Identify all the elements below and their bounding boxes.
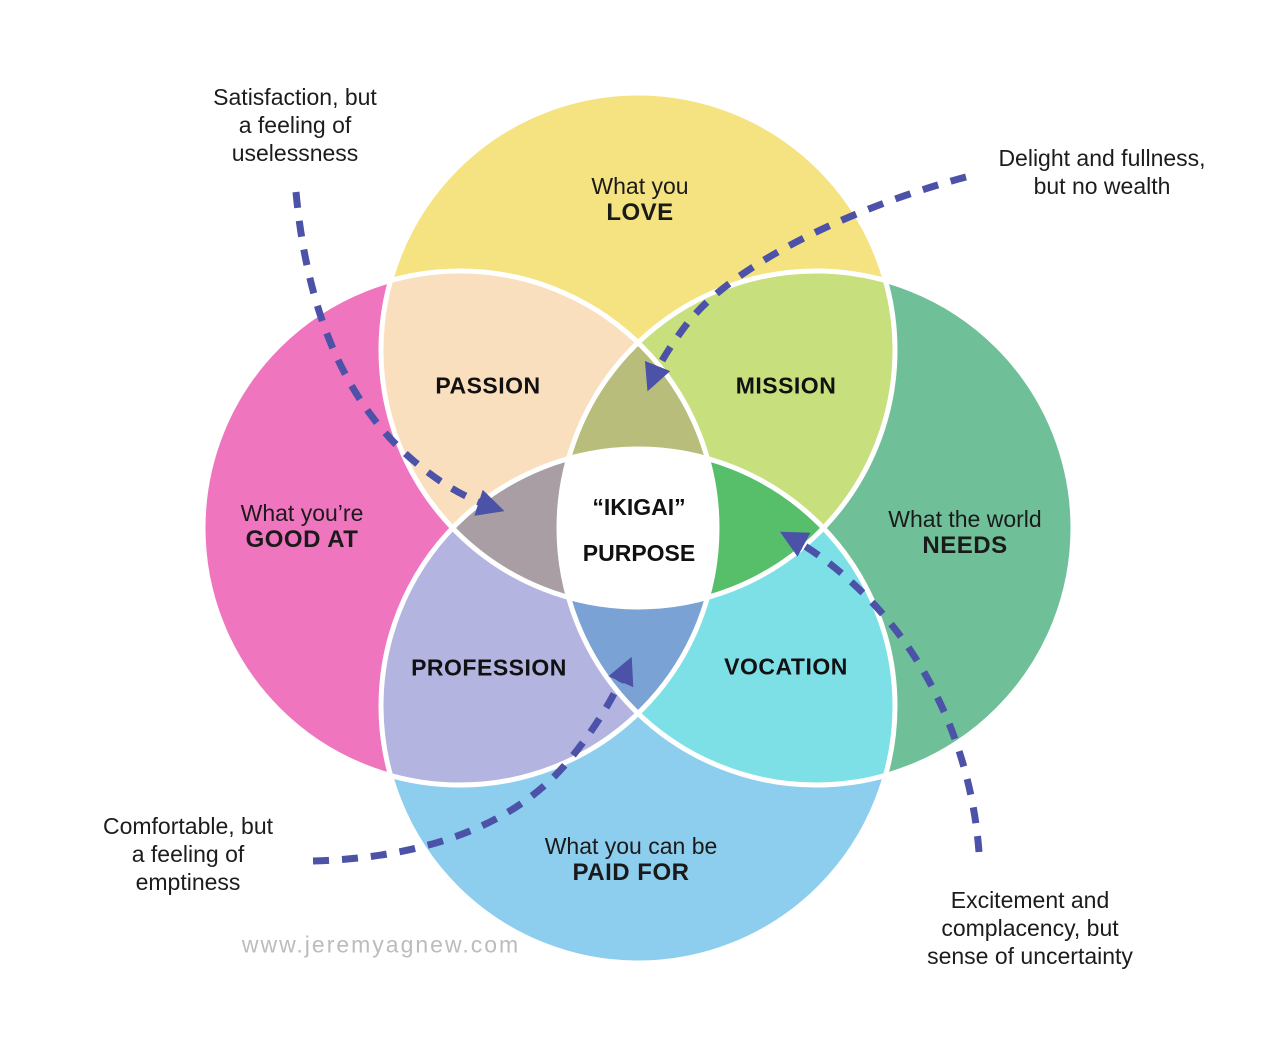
annotation-top-left-line2: a feeling of <box>238 112 352 138</box>
arrow-excitement <box>779 531 983 853</box>
annotation-bottom-right-line1: Excitement and <box>950 887 1110 913</box>
annotation-bottom-left-line3: emptiness <box>135 869 241 895</box>
good-at-label-line1: What you’re <box>240 500 364 526</box>
good-at-label-line2: GOOD AT <box>245 526 359 553</box>
annotation-bottom-left-line1: Comfortable, but <box>102 813 274 839</box>
annotation-bottom-right-line3: sense of uncertainty <box>927 943 1133 969</box>
watermark-url: www.jeremyagnew.com <box>241 931 521 958</box>
paid-for-label-line1: What you can be <box>544 833 718 859</box>
annotation-bottom-right-line2: complacency, but <box>941 915 1119 941</box>
arrow-satisfaction <box>292 191 505 516</box>
passion-label: PASSION <box>435 372 541 399</box>
paid-for-label-line2: PAID FOR <box>572 859 690 886</box>
annotation-top-left: Satisfaction, but a feeling of uselessne… <box>213 83 377 167</box>
profession-label: PROFESSION <box>411 654 567 681</box>
needs-label-line2: NEEDS <box>922 532 1008 559</box>
arrow-comfortable <box>312 656 634 865</box>
annotation-bottom-left: Comfortable, but a feeling of emptiness <box>103 812 273 896</box>
annotation-top-right-line2: but no wealth <box>1033 173 1171 199</box>
needs-label-line1: What the world <box>888 506 1042 532</box>
good-at-circle-outline <box>200 268 720 788</box>
needs-label: What the world NEEDS <box>888 506 1041 560</box>
love-label-line1: What you <box>591 173 689 199</box>
annotation-top-right-line1: Delight and fullness, <box>998 145 1206 171</box>
annotation-bottom-right: Excitement and complacency, but sense of… <box>927 886 1133 970</box>
annotation-top-left-line3: uselessness <box>231 140 359 166</box>
ikigai-purpose-label: “IKIGAI” PURPOSE <box>583 484 695 576</box>
annotation-bottom-left-line2: a feeling of <box>131 841 245 867</box>
love-circle-outline <box>378 90 898 610</box>
mission-label: MISSION <box>735 372 837 399</box>
needs-circle-outline <box>556 268 1076 788</box>
good-at-label: What you’re GOOD AT <box>241 500 364 554</box>
arrow-delight <box>644 173 967 392</box>
paid-for-circle-outline <box>378 446 898 966</box>
paid-for-label: What you can be PAID FOR <box>545 833 718 887</box>
purpose-label: PURPOSE <box>582 540 696 566</box>
petal-right-region <box>559 449 895 607</box>
annotation-top-left-line1: Satisfaction, but <box>213 84 377 110</box>
ikigai-label: “IKIGAI” <box>592 494 686 520</box>
petal-left-region <box>381 449 717 607</box>
vocation-label: VOCATION <box>724 653 848 680</box>
annotation-top-right: Delight and fullness, but no wealth <box>998 144 1205 200</box>
love-label-line2: LOVE <box>606 199 674 226</box>
love-label: What you LOVE <box>591 173 688 227</box>
